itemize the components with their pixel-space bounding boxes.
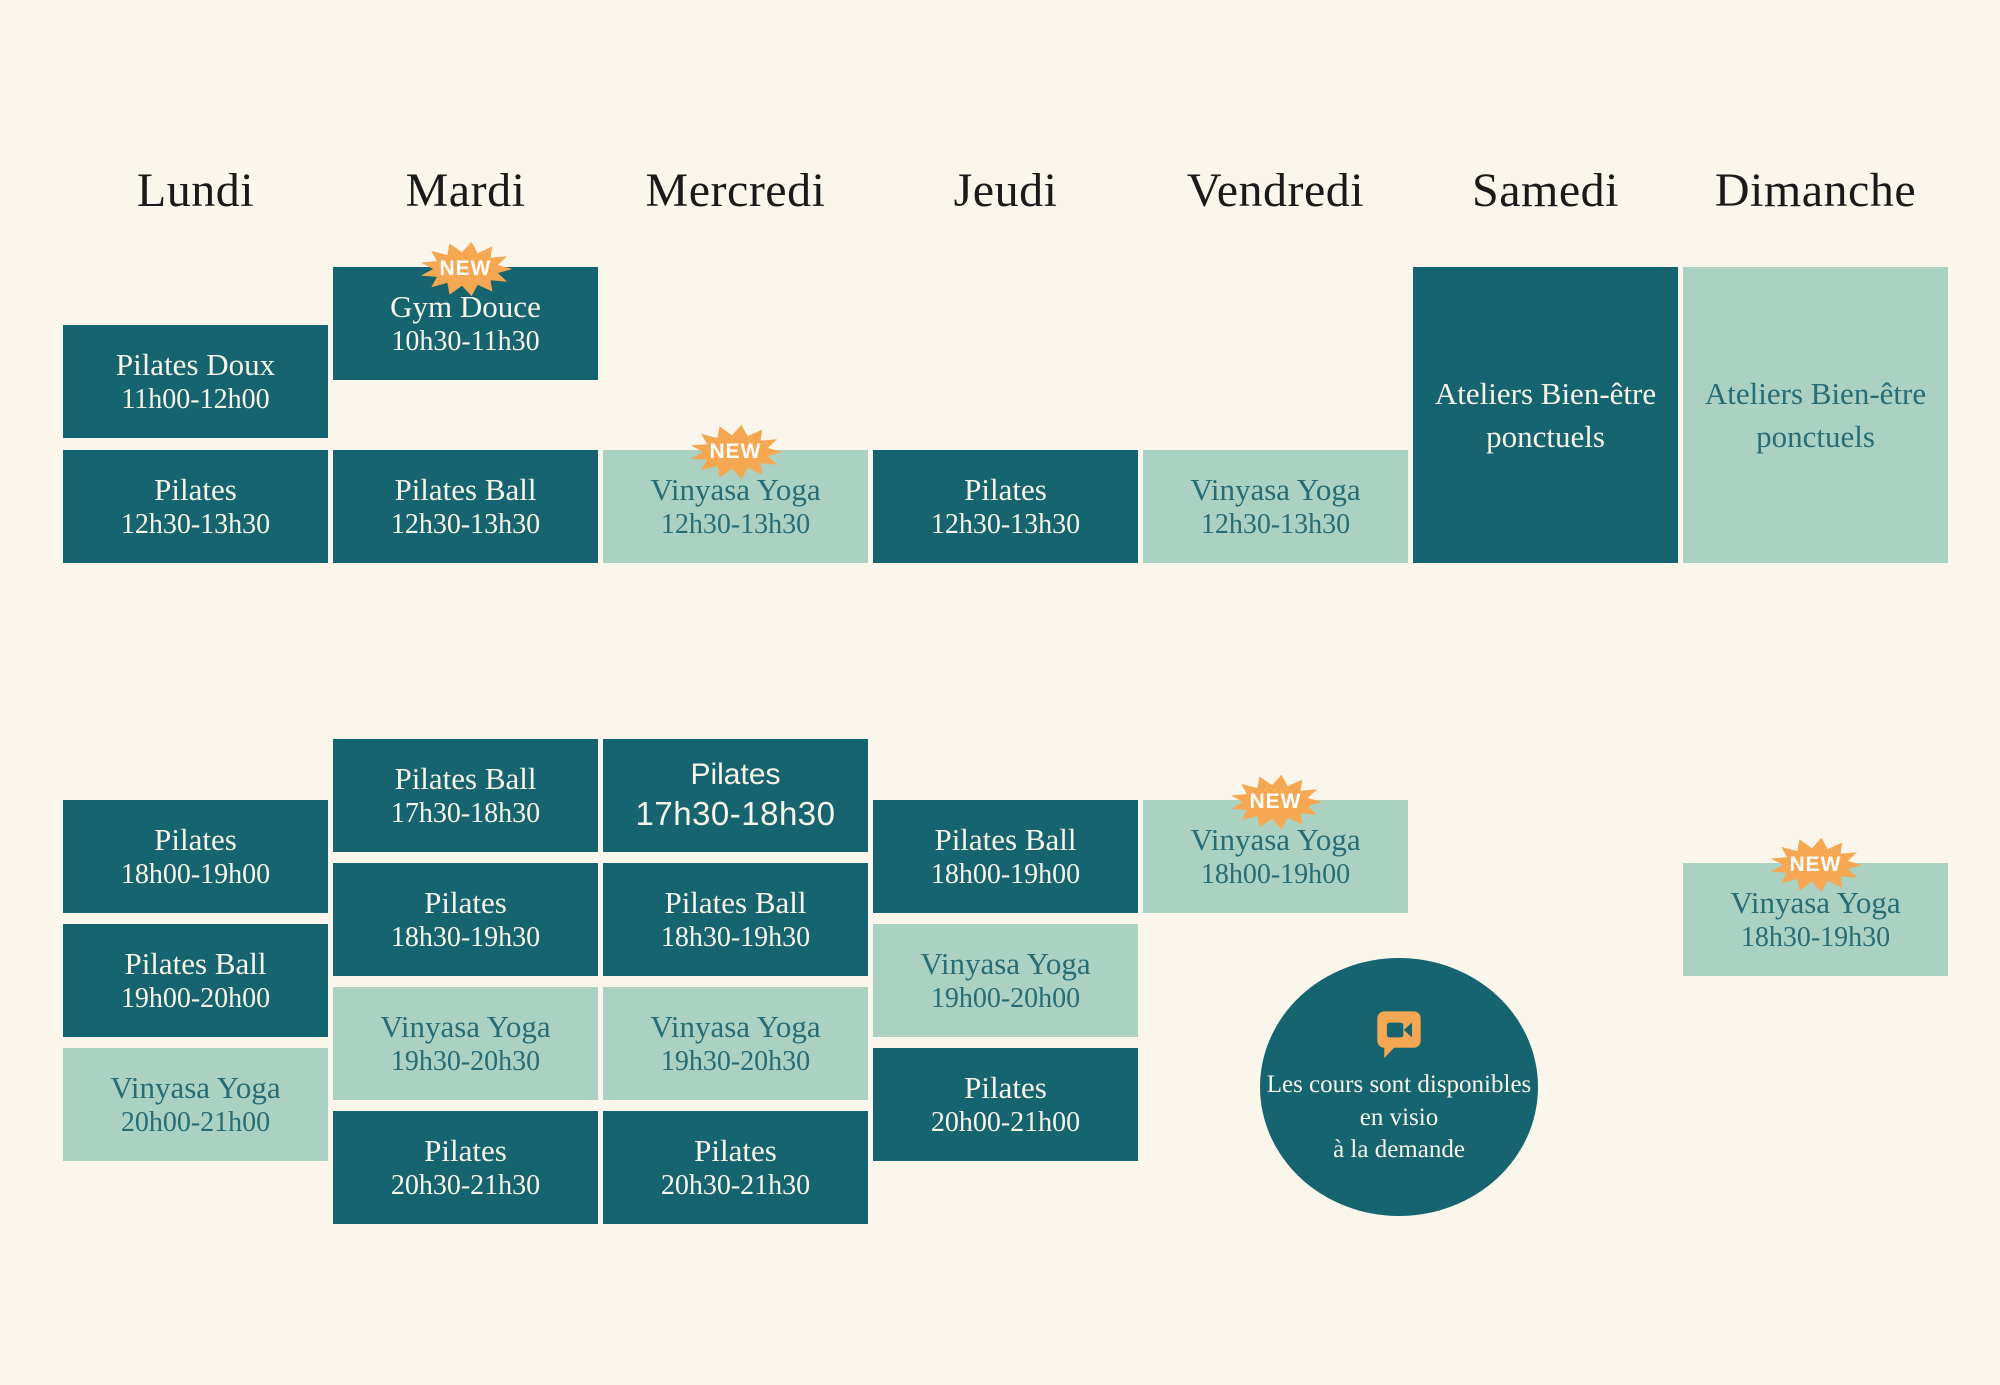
day-header-vendredi: Vendredi [1186,164,1365,217]
class-time: 10h30-11h30 [391,326,540,358]
visio-note-line: à la demande [1333,1136,1465,1164]
class-time: 19h30-20h30 [390,1046,541,1078]
day-header-mardi: Mardi [405,164,526,217]
class-time: 18h30-19h30 [1740,922,1891,954]
class-time: 18h00-19h00 [1200,859,1351,891]
visio-note-line: Les cours sont disponibles [1266,1071,1532,1099]
class-title: Vinyasa Yoga [650,1008,821,1044]
day-header-dimanche: Dimanche [1714,164,1917,217]
class-time: 18h30-19h30 [390,922,541,954]
class-title: Pilates Ball [394,471,537,507]
class-title: Vinyasa Yoga [650,471,821,507]
class-title: Vinyasa Yoga [110,1069,281,1105]
class-time: 12h30-13h30 [930,509,1081,541]
class-title: Pilates Ball [664,884,807,920]
class-time: 20h30-21h30 [390,1170,541,1202]
class-block-samedi-ateliers-bien-etre-ponctuels: Ateliers Bien-être ponctuels [1413,267,1678,563]
class-time: 18h30-19h30 [660,922,811,954]
class-title: Vinyasa Yoga [1190,821,1361,857]
class-time: 20h00-21h00 [930,1107,1081,1139]
class-title: Pilates Ball [934,821,1077,857]
class-title: Pilates Ball [394,760,537,796]
class-title: Ateliers Bien-être ponctuels [1434,375,1657,454]
class-title: Ateliers Bien-être ponctuels [1704,375,1927,454]
class-title: Pilates Doux [115,346,276,382]
class-time: 12h30-13h30 [660,509,811,541]
class-title: Vinyasa Yoga [920,945,1091,981]
class-title: Pilates [694,1132,777,1168]
class-title: Pilates [964,1069,1047,1105]
class-time: 12h30-13h30 [1200,509,1351,541]
day-header-samedi: Samedi [1472,164,1619,217]
class-time: 19h30-20h30 [660,1046,811,1078]
class-time: 20h00-21h00 [120,1107,271,1139]
class-time: 17h30-18h30 [390,798,541,830]
video-chat-icon [1373,1007,1425,1059]
visio-note-line: en visio [1359,1103,1439,1131]
class-time: 18h00-19h00 [930,859,1081,891]
class-time: 12h30-13h30 [390,509,541,541]
class-time: 17h30-18h30 [635,794,836,832]
class-title: Vinyasa Yoga [380,1008,551,1044]
class-time: 20h30-21h30 [660,1170,811,1202]
class-block-dimanche-ateliers-bien-etre-ponctuels: Ateliers Bien-être ponctuels [1683,267,1948,563]
class-time: 12h30-13h30 [120,509,271,541]
class-time: 19h00-20h00 [930,983,1081,1015]
class-title: Pilates [424,884,507,920]
class-time: 18h00-19h00 [120,859,271,891]
class-title: Pilates [690,758,781,792]
visio-note-circle: Les cours sont disponibles en visio à la… [1260,958,1538,1216]
day-header-lundi: Lundi [136,164,255,217]
class-title: Pilates [154,471,237,507]
class-title: Pilates Ball [124,945,267,981]
class-title: Gym Douce [390,288,541,324]
class-title: Pilates [154,821,237,857]
day-header-mercredi: Mercredi [645,164,826,217]
class-time: 11h00-12h00 [121,384,270,416]
class-title: Vinyasa Yoga [1730,884,1901,920]
class-title: Vinyasa Yoga [1190,471,1361,507]
class-time: 19h00-20h00 [120,983,271,1015]
day-header-jeudi: Jeudi [953,164,1058,217]
class-title: Pilates [964,471,1047,507]
class-title: Pilates [424,1132,507,1168]
